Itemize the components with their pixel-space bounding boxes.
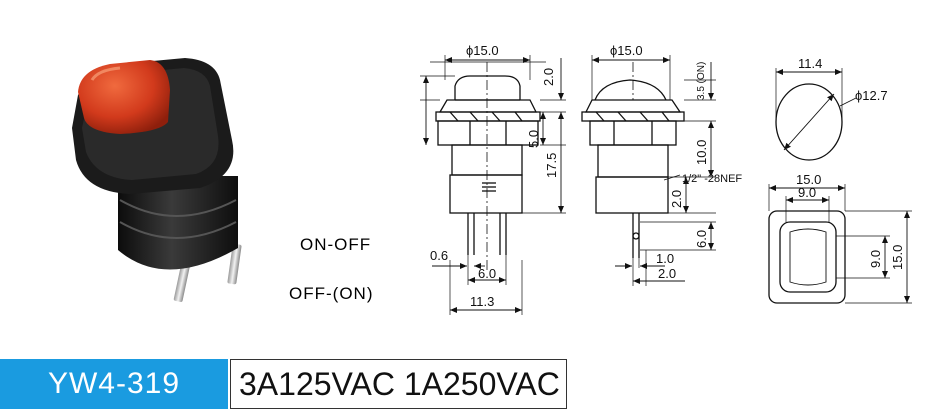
- dim-phi-12-7: ϕ12.7: [855, 88, 888, 103]
- top-views: [768, 68, 912, 304]
- dim-5-0: 5.0: [526, 130, 541, 148]
- dim-11-3: 11.3: [470, 294, 494, 309]
- dim-9-0-top: 9.0: [798, 185, 816, 200]
- thread-label: 1/2" -28NEF: [682, 173, 742, 185]
- dim-dia-15-front: ϕ15.0: [466, 43, 499, 58]
- dim-0-6: 0.6: [430, 248, 448, 263]
- dim-2-0-bottom: 2.0: [658, 266, 676, 281]
- dimension-labels: ϕ15.0 ϕ15.0 2.0 3.5 (ON) 5.0 17.5 10.0 1…: [430, 43, 905, 309]
- switch-photo: [72, 58, 242, 302]
- dim-15-0-top: 15.0: [796, 172, 821, 187]
- dim-11-4: 11.4: [798, 56, 822, 71]
- dim-2-0-top: 2.0: [541, 68, 556, 86]
- dim-10-0: 10.0: [694, 140, 709, 165]
- dim-dia-15-side: ϕ15.0: [610, 43, 643, 58]
- side-view: [581, 55, 716, 286]
- dim-15-0-side: 15.0: [890, 245, 905, 270]
- dim-6-0-side: 6.0: [694, 230, 709, 248]
- model-number: YW4-319: [0, 359, 228, 409]
- mode-label-off-on: OFF-(ON): [289, 284, 373, 303]
- dim-1-0: 1.0: [656, 251, 674, 266]
- dim-17-5: 17.5: [544, 153, 559, 178]
- dim-3-5-on: 3.5 (ON): [696, 62, 707, 100]
- electrical-rating: 3A125VAC 1A250VAC: [230, 359, 567, 409]
- front-view: [420, 55, 566, 315]
- dim-9-0-side: 9.0: [868, 250, 883, 268]
- mode-label-on-off: ON-OFF: [300, 235, 371, 254]
- dim-6-0-bottom: 6.0: [478, 266, 496, 281]
- dim-2-0-side: 2.0: [669, 190, 684, 208]
